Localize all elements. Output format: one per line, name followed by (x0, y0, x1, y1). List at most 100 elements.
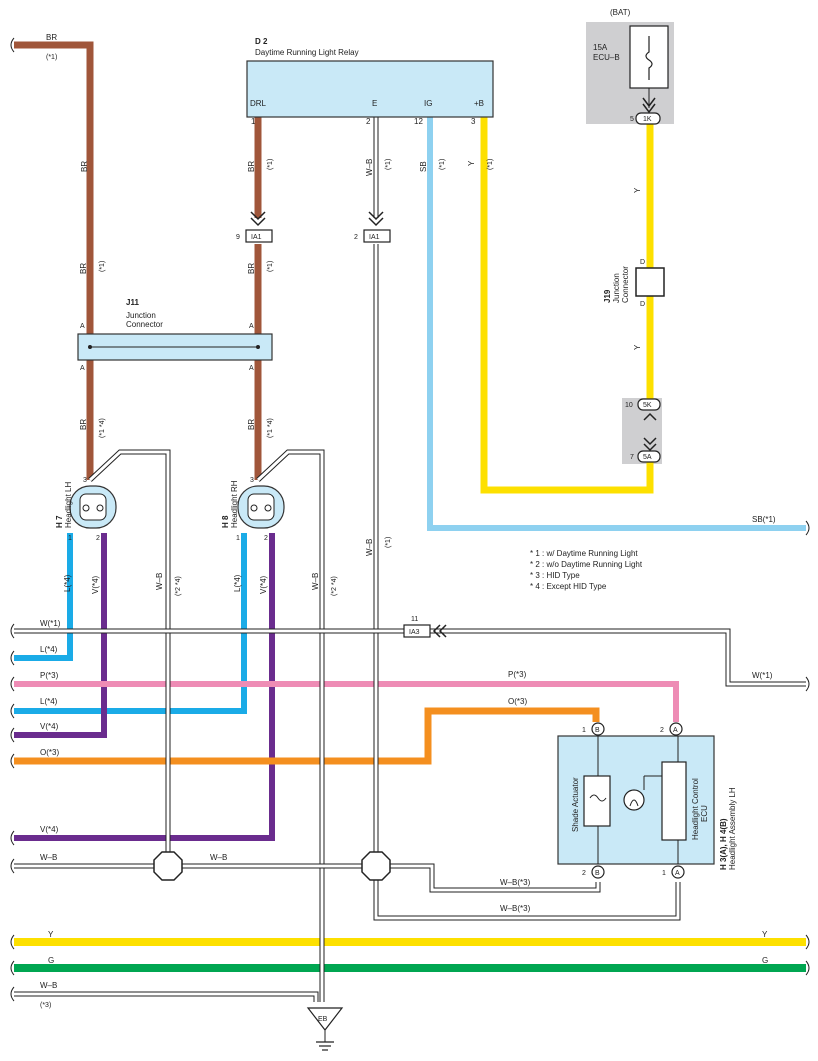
svg-text:D: D (640, 259, 645, 266)
svg-text:(*1): (*1) (267, 159, 274, 170)
relay-name: Daytime Running Light Relay (255, 48, 359, 57)
svg-text:A: A (249, 323, 254, 330)
ecu-pin-b-bottom (591, 865, 605, 879)
j11-code: J11 (126, 298, 139, 307)
connector-arrow-icon (432, 624, 447, 638)
headlight-lh (69, 485, 117, 529)
conn-5k (637, 398, 661, 411)
fuse-element-icon (645, 36, 653, 80)
svg-text:Headlight LH: Headlight LH (64, 482, 73, 528)
svg-text:(*1): (*1) (487, 159, 494, 170)
svg-text:P(*3): P(*3) (508, 670, 527, 679)
svg-text:5K: 5K (643, 402, 652, 409)
shade-actuator-label: Shade Actuator (571, 777, 580, 832)
svg-text:10: 10 (625, 402, 633, 409)
svg-text:9: 9 (236, 234, 240, 241)
headlight-lh-label: H 7 Headlight LH (55, 482, 73, 528)
wire-l-lh (14, 533, 73, 661)
svg-text:W–B(*3): W–B(*3) (500, 878, 531, 887)
svg-text:5: 5 (630, 116, 634, 123)
note-4: * 4 : Except HID Type (530, 582, 607, 591)
fuse-name: ECU–B (593, 53, 620, 62)
svg-text:V(*4): V(*4) (91, 575, 100, 594)
relay-pin-b: +B (474, 99, 484, 108)
svg-text:IA1: IA1 (369, 234, 380, 241)
wire-wb-group (14, 117, 806, 1002)
svg-text:A: A (675, 870, 680, 877)
svg-text:(*1 *4): (*1 *4) (99, 418, 106, 438)
svg-text:A: A (80, 365, 85, 372)
svg-text:L(*4): L(*4) (40, 645, 58, 654)
svg-text:7: 7 (630, 454, 634, 461)
svg-text:11: 11 (411, 616, 418, 623)
ecu-title: H 3(A), H 4(B) Headlight Assembly LH (719, 787, 737, 870)
svg-text:H 7: H 7 (55, 515, 64, 528)
svg-text:(*1 *4): (*1 *4) (267, 418, 274, 438)
connector-arrow-icon (250, 211, 266, 227)
svg-text:O(*3): O(*3) (40, 748, 59, 757)
label-sb1: SB(*1) (752, 515, 776, 524)
svg-text:L(*4): L(*4) (63, 574, 72, 592)
headlight-control-ecu-icon (661, 761, 687, 841)
svg-text:BR: BR (79, 419, 88, 430)
j19-box (635, 267, 665, 297)
svg-text:2: 2 (582, 870, 586, 877)
conn-ia1-left (245, 229, 273, 243)
relay-pin-e: E (372, 99, 377, 108)
svg-text:Y: Y (633, 187, 642, 193)
label-sb: SB (419, 161, 428, 172)
label-br-relay: BR (80, 161, 89, 172)
label-y-relay: Y (467, 160, 476, 166)
svg-text:1: 1 (662, 870, 666, 877)
wire-y-relay (480, 117, 654, 494)
relay-box (246, 60, 494, 118)
conn-5a (637, 450, 661, 463)
svg-text:Y: Y (762, 930, 768, 939)
svg-text:Y: Y (633, 344, 642, 350)
svg-text:A: A (80, 323, 85, 330)
svg-text:2: 2 (660, 727, 664, 734)
connector-arrow-icon (368, 211, 384, 227)
svg-text:Junction: Junction (612, 273, 621, 303)
relay-pin-drl: DRL (250, 99, 267, 108)
svg-text:2: 2 (264, 535, 268, 542)
bat-label: (BAT) (610, 8, 631, 17)
svg-text:(*2 *4): (*2 *4) (175, 576, 182, 596)
ground-eb (306, 1007, 344, 1031)
svg-text:Y: Y (48, 930, 54, 939)
svg-text:BR: BR (247, 419, 256, 430)
wire-p (14, 681, 679, 722)
conn-1k (635, 112, 661, 125)
shade-actuator-icon (583, 775, 611, 827)
svg-text:BR: BR (79, 263, 88, 274)
svg-text:H 8: H 8 (221, 515, 230, 528)
ecu-pin-b-top (591, 722, 605, 736)
svg-text:W–B: W–B (40, 981, 57, 990)
svg-text:D: D (640, 301, 645, 308)
svg-text:W–B(*3): W–B(*3) (500, 904, 531, 913)
j19-labels: J19 Junction Connector (603, 266, 630, 303)
svg-text:EB: EB (318, 1016, 328, 1023)
svg-text:(*1): (*1) (46, 54, 57, 61)
svg-text:BR: BR (247, 161, 256, 172)
svg-text:1: 1 (68, 535, 72, 542)
svg-text:A: A (249, 365, 254, 372)
note-3: * 3 : HID Type (530, 571, 580, 580)
svg-text:(*1): (*1) (439, 159, 446, 170)
ecu-label: ECU (700, 805, 709, 822)
svg-text:O(*3): O(*3) (508, 697, 527, 706)
wire-o (14, 707, 600, 765)
svg-text:W–B: W–B (210, 853, 227, 862)
wire-l-rh (14, 533, 247, 714)
svg-text:IA3: IA3 (409, 629, 420, 636)
ecu-pin-a-top (669, 722, 683, 736)
svg-text:L(*4): L(*4) (40, 697, 58, 706)
svg-text:(*1): (*1) (385, 537, 392, 548)
relay-pin-ig: IG (424, 99, 432, 108)
relay-code: D 2 (255, 37, 268, 46)
wire-v-rh (14, 533, 275, 841)
conn-ia3 (403, 624, 431, 638)
note-1: * 1 : w/ Daytime Running Light (530, 549, 638, 558)
svg-text:B: B (595, 870, 600, 877)
